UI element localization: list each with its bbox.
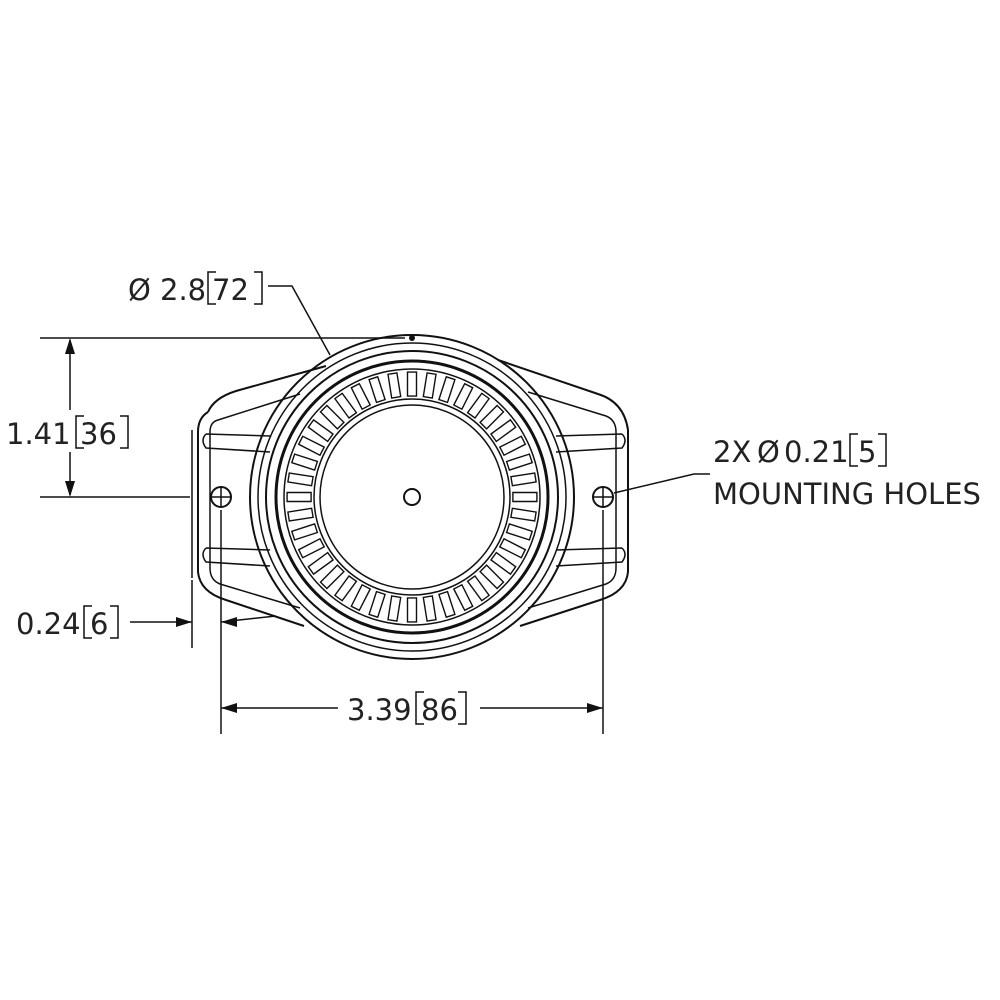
ring-slot <box>297 435 326 457</box>
ring-slot <box>406 597 418 623</box>
ring-slot <box>319 564 345 590</box>
ring-slot <box>510 472 537 487</box>
spacing-imperial: 3.39 <box>347 693 412 727</box>
ring-slot <box>498 537 527 559</box>
ring-slot <box>479 404 505 430</box>
hole-note: MOUNTING HOLES <box>713 477 981 511</box>
ring-slot <box>287 507 314 522</box>
hole-callout: 2X Ø 0.21 5 MOUNTING HOLES <box>613 433 981 511</box>
ring-slot <box>479 564 505 590</box>
height-dimension: 1.41 36 <box>6 337 405 498</box>
ring-slots <box>286 371 538 623</box>
ring-slot <box>422 372 437 399</box>
diameter-imperial: 2.8 <box>160 273 206 307</box>
height-imperial: 1.41 <box>6 417 71 451</box>
ring-slot <box>387 595 402 622</box>
ring-slot <box>286 491 312 503</box>
hole-diameter-symbol: Ø <box>757 435 780 469</box>
hole-imperial: 0.21 <box>784 435 849 469</box>
ring-slot <box>307 551 334 576</box>
diameter-metric: 72 <box>212 273 249 307</box>
ring-slot <box>297 537 326 559</box>
ring-slot <box>406 371 418 397</box>
center-point <box>403 488 421 506</box>
ring-slot <box>490 551 517 576</box>
mounting-hole-left <box>210 486 232 508</box>
offset-imperial: 0.24 <box>16 607 81 641</box>
ring-slot <box>368 590 386 619</box>
spacing-metric: 86 <box>421 693 458 727</box>
ring-slot <box>319 404 345 430</box>
ring-slot <box>387 372 402 399</box>
ring-slot <box>466 575 491 602</box>
ring-slot <box>290 523 319 541</box>
ring-slot <box>498 435 527 457</box>
ring-slot <box>422 595 437 622</box>
spacing-dimension: 3.39 86 <box>220 510 604 734</box>
circular-housing <box>249 334 575 660</box>
ring-slot <box>368 375 386 404</box>
ring-slot <box>512 491 538 503</box>
mounting-flange <box>191 359 629 627</box>
mounting-hole-right <box>592 486 614 508</box>
ring-slot <box>452 382 474 411</box>
hole-count: 2X <box>713 435 751 469</box>
ring-slot <box>350 382 372 411</box>
ring-slot <box>290 453 319 471</box>
height-metric: 36 <box>80 417 117 451</box>
offset-metric: 6 <box>90 607 108 641</box>
ring-slot <box>510 507 537 522</box>
ring-slot <box>438 590 456 619</box>
ring-slot <box>505 523 534 541</box>
ring-slot <box>505 453 534 471</box>
ring-slot <box>490 418 517 443</box>
diameter-symbol: Ø <box>128 273 151 307</box>
ring-slot <box>452 583 474 612</box>
hole-metric: 5 <box>858 435 876 469</box>
ring-slot <box>350 583 372 612</box>
ring-slot <box>287 472 314 487</box>
ring-slot <box>466 392 491 419</box>
ring-slot <box>333 575 358 602</box>
ring-slot <box>333 392 358 419</box>
diameter-dimension: Ø 2.8 72 <box>128 271 415 356</box>
ring-slot <box>438 375 456 404</box>
ring-slot <box>307 418 334 443</box>
offset-dimension: 0.24 6 <box>16 580 277 648</box>
